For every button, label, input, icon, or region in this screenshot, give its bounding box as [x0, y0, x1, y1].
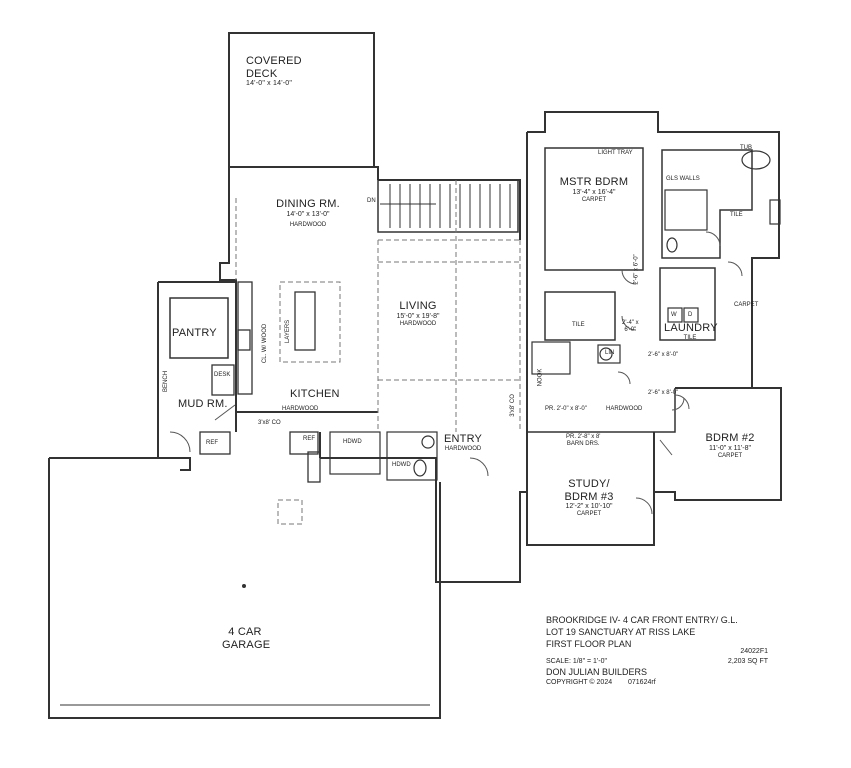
- master-walls: [526, 111, 782, 546]
- living-room-label: LIVING 15'-0" x 19'-8" HARDWOOD: [396, 300, 440, 327]
- plan-title-line-1: BROOKRIDGE IV- 4 CAR FRONT ENTRY/ G.L.: [546, 615, 738, 625]
- bath-walls: [661, 149, 753, 259]
- garage-center-mark: [242, 584, 246, 588]
- closet-dim-d: 2'-6" x 8'-0": [648, 390, 679, 396]
- master-bedroom-label: MSTR BDRM 13'-4" x 16'-4" CARPET: [559, 176, 629, 203]
- plan-square-footage: 2,203 SQ FT: [727, 658, 768, 665]
- laundry-room: [659, 267, 716, 341]
- kitchen-floor: HARDWOOD: [282, 406, 319, 412]
- entry-walls: [319, 432, 527, 583]
- closet-carpet-note: CARPET: [734, 302, 759, 308]
- hdwd-note: HDWD: [343, 439, 362, 445]
- hdwd-note-2: HDWD: [392, 462, 411, 468]
- garage-label: 4 CAR GARAGE: [222, 626, 271, 651]
- nook-note: NOOK: [537, 368, 544, 387]
- title-block: BROOKRIDGE IV- 4 CAR FRONT ENTRY/ G.L. L…: [546, 614, 768, 688]
- closet-dim-a: 2'-6" x 6'-0": [633, 254, 640, 285]
- tub-note: TUB: [740, 145, 752, 151]
- stair-treads: [380, 184, 511, 228]
- bedroom-2-label: BDRM #2 11'-0" x 11'-8" CARPET: [705, 432, 755, 459]
- hall-hardwood-note: HARDWOOD: [606, 406, 643, 412]
- dryer-note: D: [688, 312, 693, 318]
- master-inner: [544, 147, 644, 271]
- glass-walls-note: GLS WALLS: [666, 176, 700, 182]
- copyright-note: COPYRIGHT © 2024: [546, 679, 613, 686]
- washer-note: W: [671, 312, 677, 318]
- pantry-inner: [169, 297, 229, 359]
- bench-note: BENCH: [163, 370, 170, 392]
- covered-deck-outline: [228, 32, 375, 168]
- closet-wood-note: CL. W/ WOOD: [262, 323, 269, 364]
- bath-fixtures: [329, 199, 781, 481]
- bdrm2-walls: [654, 388, 676, 433]
- plan-scale: SCALE: 1/8" = 1'-0": [546, 658, 607, 665]
- stair-down-note: DN: [367, 198, 376, 204]
- bath-tile-note: TILE: [730, 212, 743, 218]
- closet-dim-b: 2'-4" x 6'-0": [622, 320, 639, 333]
- plan-title-line-3: FIRST FLOOR PLAN: [546, 639, 632, 649]
- pocket-door-note: PR. 2'-0" x 8'-0": [545, 406, 587, 412]
- refrigerator-note-2: REF: [303, 436, 315, 442]
- shower: [664, 189, 708, 231]
- plan-number: 24022F1: [740, 648, 768, 655]
- pantry-label: PANTRY: [172, 327, 217, 339]
- closet-dim-c: 2'-6" x 8'-0": [648, 352, 679, 358]
- study-label: STUDY/ BDRM #3 12'-2" x 10'-10" CARPET: [564, 478, 614, 518]
- date-code: 071624rf: [628, 679, 656, 686]
- light-tray-note: LIGHT TRAY: [598, 150, 633, 156]
- barn-doors-note: PR. 2'-8" x 8' BARN DRS.: [566, 434, 601, 447]
- stair-outline: [377, 179, 519, 233]
- tub-2: [531, 341, 571, 375]
- covered-deck-label: COVERED DECK 14'-0" x 14'-0": [246, 55, 302, 88]
- tile-note: TILE: [572, 322, 585, 328]
- tile-bath: [544, 291, 616, 341]
- kitchen-label: KITCHEN: [290, 388, 340, 400]
- cased-opening-note-2: 3'x8' CO: [509, 394, 516, 417]
- plan-title-line-2: LOT 19 SANCTUARY AT RISS LAKE: [546, 627, 696, 637]
- dining-room-label: DINING RM. 14'-0" x 13'-0" HARDWOOD: [276, 198, 340, 228]
- kitchen-fixtures: [199, 281, 321, 483]
- linen-note: LIN: [605, 350, 615, 356]
- pantry-mud-walls: [157, 281, 237, 471]
- mud-room-label: MUD RM.: [178, 398, 228, 410]
- desk-note: DESK: [214, 372, 231, 378]
- refrigerator-note: REF: [206, 440, 218, 446]
- laundry-label: LAUNDRY TILE: [664, 322, 718, 341]
- tub: [741, 150, 771, 170]
- island-note: LAYERS: [285, 319, 292, 344]
- builder-name: DON JULIAN BUILDERS: [546, 667, 648, 677]
- entry-label: ENTRY HARDWOOD: [444, 433, 483, 452]
- cased-opening-note: 3'x8' CO: [258, 420, 281, 426]
- garage-walls: [48, 457, 441, 719]
- door-swings: [169, 231, 743, 515]
- dashed-ceiling-lines: [235, 180, 521, 525]
